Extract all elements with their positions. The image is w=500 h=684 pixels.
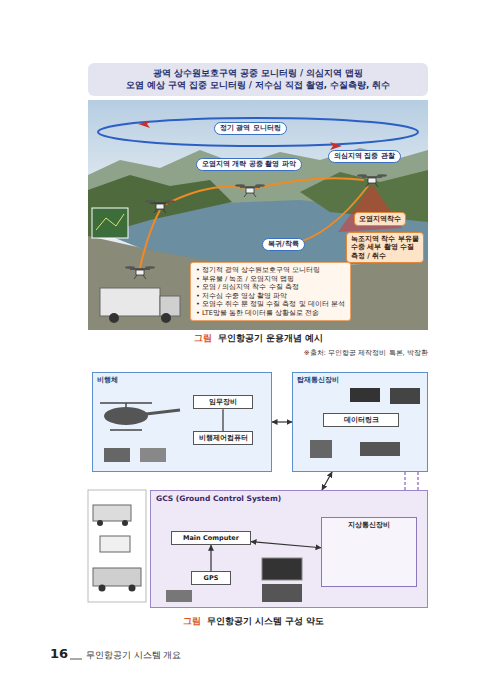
node-text: • 오염수 취수 뿐 정밀 수질 측정 및 데이터 분석 bbox=[196, 300, 345, 309]
connector bbox=[210, 545, 211, 571]
node-text: • 오염 / 의심지역 착수 수질 측정 bbox=[196, 283, 345, 292]
component-box: 지상통신장비 bbox=[321, 517, 417, 587]
ground-vehicle bbox=[100, 288, 160, 316]
multicopter bbox=[357, 174, 387, 187]
device-icon bbox=[360, 442, 400, 456]
component-box: Main Computer bbox=[171, 531, 251, 545]
callout-tag: 녹조지역 착수 부유물 수중 세부 촬영 수질 측정 / 취수 bbox=[346, 232, 424, 263]
node-text: 정기 광역 모니터링 bbox=[220, 124, 281, 133]
near-mountain bbox=[88, 175, 232, 238]
node-text: 임무장비 bbox=[197, 398, 249, 406]
wheel bbox=[122, 520, 128, 526]
signal-line bbox=[404, 472, 405, 490]
node-text: 오염 예상 구역 집중 모니터링 / 저수심 직접 촬영, 수질측량, 취수 bbox=[94, 79, 422, 91]
node-text: 오염지역 개략 공중 촬영 파악 bbox=[202, 160, 296, 169]
vehicle-icon bbox=[93, 568, 141, 586]
vehicle-cab bbox=[160, 296, 180, 316]
component-box: 비행제어컴퓨터 bbox=[193, 431, 253, 445]
device-icon bbox=[310, 440, 332, 458]
photo-sky bbox=[88, 100, 428, 330]
node-text: 의심지역 집중 관찰 bbox=[334, 152, 395, 161]
building-icon bbox=[100, 536, 130, 552]
connector bbox=[251, 542, 321, 548]
device-icon bbox=[104, 448, 130, 462]
source-note: ※출처: 무인항공 제작정비 특론, 박장환 bbox=[304, 349, 428, 357]
node-text: 오염지역착수 bbox=[359, 215, 401, 223]
device-icon bbox=[390, 388, 420, 404]
running-title: 무인항공기 시스템 개요 bbox=[86, 650, 181, 660]
aircraft-panel: 비행체임무장비비행제어컴퓨터 bbox=[92, 372, 272, 472]
footer-rule bbox=[70, 659, 82, 660]
flight-path bbox=[256, 178, 364, 188]
node-text: 탑재통신장비 bbox=[297, 376, 423, 385]
vehicle-panel bbox=[88, 490, 146, 602]
bullet-box: • 정기적 광역 상수원보호구역 모니터링• 부유물 / 녹조 / 오염지역 맵… bbox=[190, 262, 351, 321]
panel-fill bbox=[150, 490, 428, 608]
panel-fill bbox=[92, 372, 272, 472]
node-text: 데이터링크 bbox=[327, 416, 395, 424]
computer-icon bbox=[262, 584, 302, 602]
callout-tag: 오염지역 개략 공중 촬영 파악 bbox=[196, 158, 302, 171]
fixed-wing-uav bbox=[330, 142, 342, 150]
node-text: 복귀/착륙 bbox=[268, 240, 299, 249]
flight-path bbox=[140, 210, 160, 268]
node-text: 비행체 bbox=[97, 376, 267, 385]
gcs-panel: GCS (Ground Control System) Main Computer… bbox=[150, 490, 428, 608]
node-text: 녹조지역 착수 부유물 수중 세부 촬영 수질 측정 / 취수 bbox=[351, 235, 419, 260]
multicopter bbox=[125, 266, 155, 279]
node-text: • LTE망을 통한 데이터를 상황실로 전송 bbox=[196, 309, 345, 318]
monitor-icon bbox=[262, 558, 302, 580]
comm-panel: 탑재통신장비데이터링크 bbox=[292, 372, 428, 472]
node-text: • 정기적 광역 상수원보호구역 모니터링 bbox=[196, 266, 345, 275]
signal-line bbox=[417, 472, 418, 490]
multicopter bbox=[145, 200, 175, 213]
callout-tag: 복귀/착륙 bbox=[262, 238, 305, 251]
node-text: GCS (Ground Control System) bbox=[156, 494, 422, 503]
connector bbox=[222, 409, 223, 431]
device-icon bbox=[140, 448, 166, 462]
wheel bbox=[99, 585, 106, 592]
map-inset-line bbox=[96, 214, 124, 230]
wheel bbox=[109, 313, 119, 323]
component-box: 임무장비 bbox=[193, 395, 253, 409]
node-text: 지상통신장비 bbox=[325, 521, 413, 529]
vehicle-icon bbox=[93, 505, 131, 521]
helicopter-body bbox=[104, 407, 148, 425]
component-box: 데이터링크 bbox=[323, 413, 399, 427]
component-box: GPS bbox=[191, 571, 231, 585]
map-inset bbox=[92, 208, 128, 238]
figure-caption: 무인항공기 시스템 구성 약도 bbox=[207, 616, 324, 626]
node-text: • 저수심 수중 영상 촬영 파악 bbox=[196, 292, 345, 301]
node-text: GPS bbox=[195, 574, 227, 582]
node-text: 비행제어컴퓨터 bbox=[197, 434, 249, 442]
connector bbox=[322, 472, 332, 490]
device-icon bbox=[166, 590, 192, 602]
callout-tag: 정기 광역 모니터링 bbox=[214, 122, 287, 135]
panel-fill bbox=[292, 372, 428, 472]
header-box: 광역 상수원보호구역 공중 모니터링 / 의심지역 맵핑오염 예상 구역 집중 … bbox=[88, 63, 428, 96]
wheel bbox=[161, 313, 171, 323]
helicopter-tail bbox=[146, 410, 180, 414]
wheel bbox=[129, 585, 136, 592]
node-text: 광역 상수원보호구역 공중 모니터링 / 의심지역 맵핑 bbox=[94, 67, 422, 79]
device-icon bbox=[350, 388, 380, 402]
callout-tag: 오염지역착수 bbox=[354, 212, 406, 226]
node-text: • 부유물 / 녹조 / 오염지역 맵핑 bbox=[196, 275, 345, 284]
helicopter-skid bbox=[110, 429, 142, 431]
foreground-bank bbox=[88, 236, 428, 330]
figure-caption: 무인항공기 운용개념 예시 bbox=[218, 333, 323, 343]
multicopter bbox=[235, 184, 265, 197]
caption-tag: 그림 bbox=[194, 333, 212, 343]
caption-tag: 그림 bbox=[183, 616, 201, 626]
flight-path bbox=[166, 187, 244, 204]
connector bbox=[272, 421, 292, 422]
orbit-path bbox=[98, 118, 418, 146]
wheel bbox=[97, 520, 103, 526]
callout-tag: 의심지역 집중 관찰 bbox=[328, 150, 401, 163]
fixed-wing-uav bbox=[138, 121, 150, 128]
page-number: 16 bbox=[50, 646, 68, 662]
node-text: Main Computer bbox=[175, 534, 247, 542]
